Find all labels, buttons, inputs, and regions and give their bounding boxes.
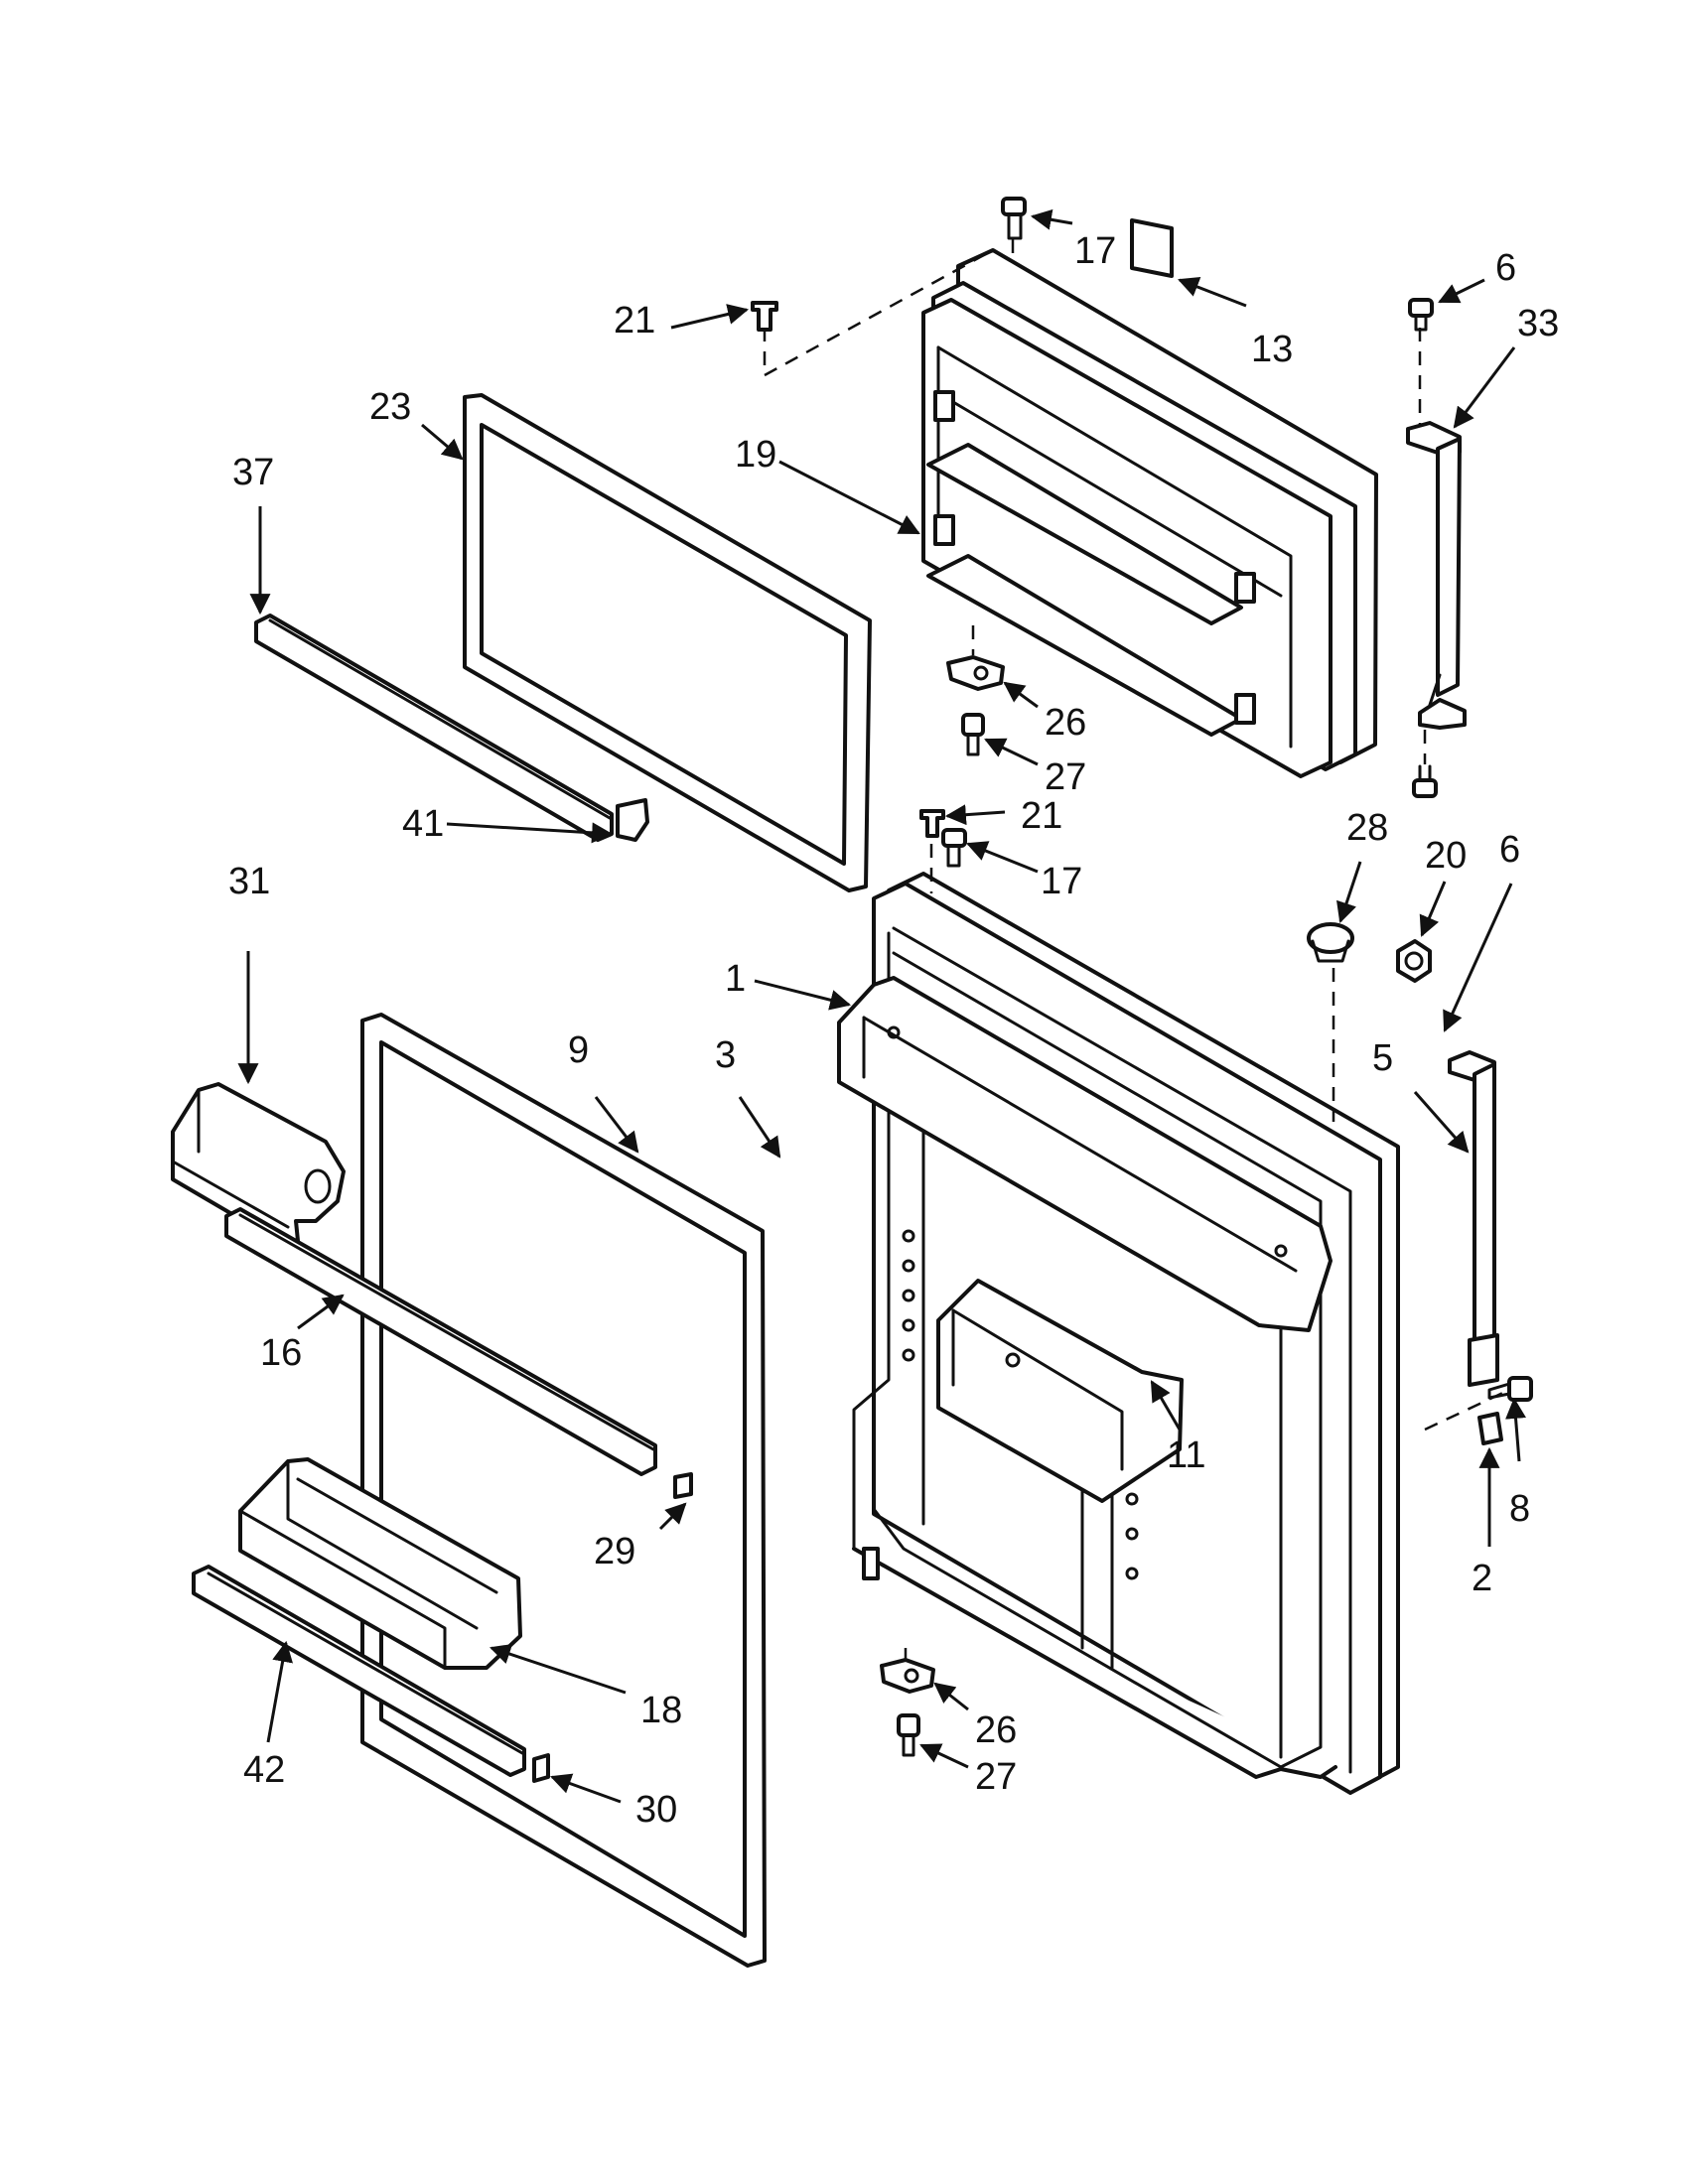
callout-33: 33 (1517, 303, 1559, 344)
callout-11: 11 (1167, 1434, 1205, 1476)
callout-20: 20 (1425, 835, 1467, 877)
callout-37: 37 (232, 452, 274, 493)
callout-28: 28 (1346, 807, 1388, 849)
freezer-door-label (1130, 218, 1174, 278)
upper-hinge-33 (1406, 421, 1467, 730)
callout-27-lower: 27 (975, 1756, 1017, 1798)
callout-26-lower: 26 (975, 1709, 1017, 1751)
freezer-door-assembly (921, 248, 1378, 778)
trim-end-cap-41 (616, 798, 649, 842)
callout-18: 18 (640, 1690, 682, 1731)
door-bin-11 (936, 1279, 1184, 1503)
screw-6-mid (1412, 764, 1438, 798)
callout-26-upper: 26 (1045, 702, 1086, 744)
callout-9: 9 (568, 1029, 589, 1071)
callout-3: 3 (715, 1034, 736, 1076)
callout-31: 31 (228, 861, 270, 902)
hinge-bracket-26-lower (880, 1658, 935, 1694)
screw-27-lower (897, 1713, 920, 1757)
lower-hinge-5 (1448, 1050, 1499, 1387)
callout-1: 1 (725, 958, 746, 1000)
screw-6-top (1408, 298, 1434, 332)
pin-21-mid (919, 809, 945, 838)
hinge-bracket-26-upper (946, 655, 1005, 691)
callout-6-top: 6 (1495, 247, 1516, 289)
callout-17-top: 17 (1074, 230, 1116, 272)
callout-8: 8 (1509, 1488, 1530, 1530)
trim-end-cap-30 (532, 1753, 550, 1783)
door-bin-18 (238, 1457, 522, 1670)
callout-13: 13 (1251, 329, 1293, 370)
callout-labels: 17 13 6 33 21 23 37 19 26 27 41 21 17 28… (228, 230, 1559, 1831)
screw-17-mid (941, 828, 967, 868)
callout-16: 16 (260, 1332, 302, 1374)
dairy-bin (837, 976, 1333, 1332)
callout-30: 30 (635, 1789, 677, 1831)
fresh-food-door-gasket (360, 1013, 767, 1968)
plug-28 (1307, 922, 1354, 963)
door-shelf-bar-16 (224, 1207, 657, 1476)
callout-6-mid: 6 (1499, 829, 1520, 871)
callout-5: 5 (1372, 1037, 1393, 1079)
freezer-door-gasket (463, 393, 872, 892)
callout-19: 19 (735, 434, 776, 476)
screw-27-upper (961, 713, 985, 756)
screw-17-top (1001, 197, 1027, 240)
callout-42: 42 (243, 1749, 285, 1791)
callout-27-upper: 27 (1045, 756, 1086, 798)
shelf-end-cap-29 (673, 1472, 693, 1499)
pin-21-top (751, 301, 778, 332)
callout-41: 41 (402, 803, 444, 845)
door-adjustment-holes (902, 1229, 1139, 1580)
callout-29: 29 (594, 1531, 635, 1572)
callout-17-mid: 17 (1041, 861, 1082, 902)
callout-21-mid: 21 (1021, 795, 1062, 837)
leader-lines (237, 208, 1526, 1804)
callout-21-top: 21 (614, 300, 655, 341)
hinge-bushing-2 (1477, 1412, 1503, 1445)
plug-20 (1396, 939, 1432, 983)
callout-2: 2 (1472, 1558, 1492, 1599)
callout-23: 23 (369, 386, 411, 428)
bottom-trim-42 (192, 1565, 526, 1777)
